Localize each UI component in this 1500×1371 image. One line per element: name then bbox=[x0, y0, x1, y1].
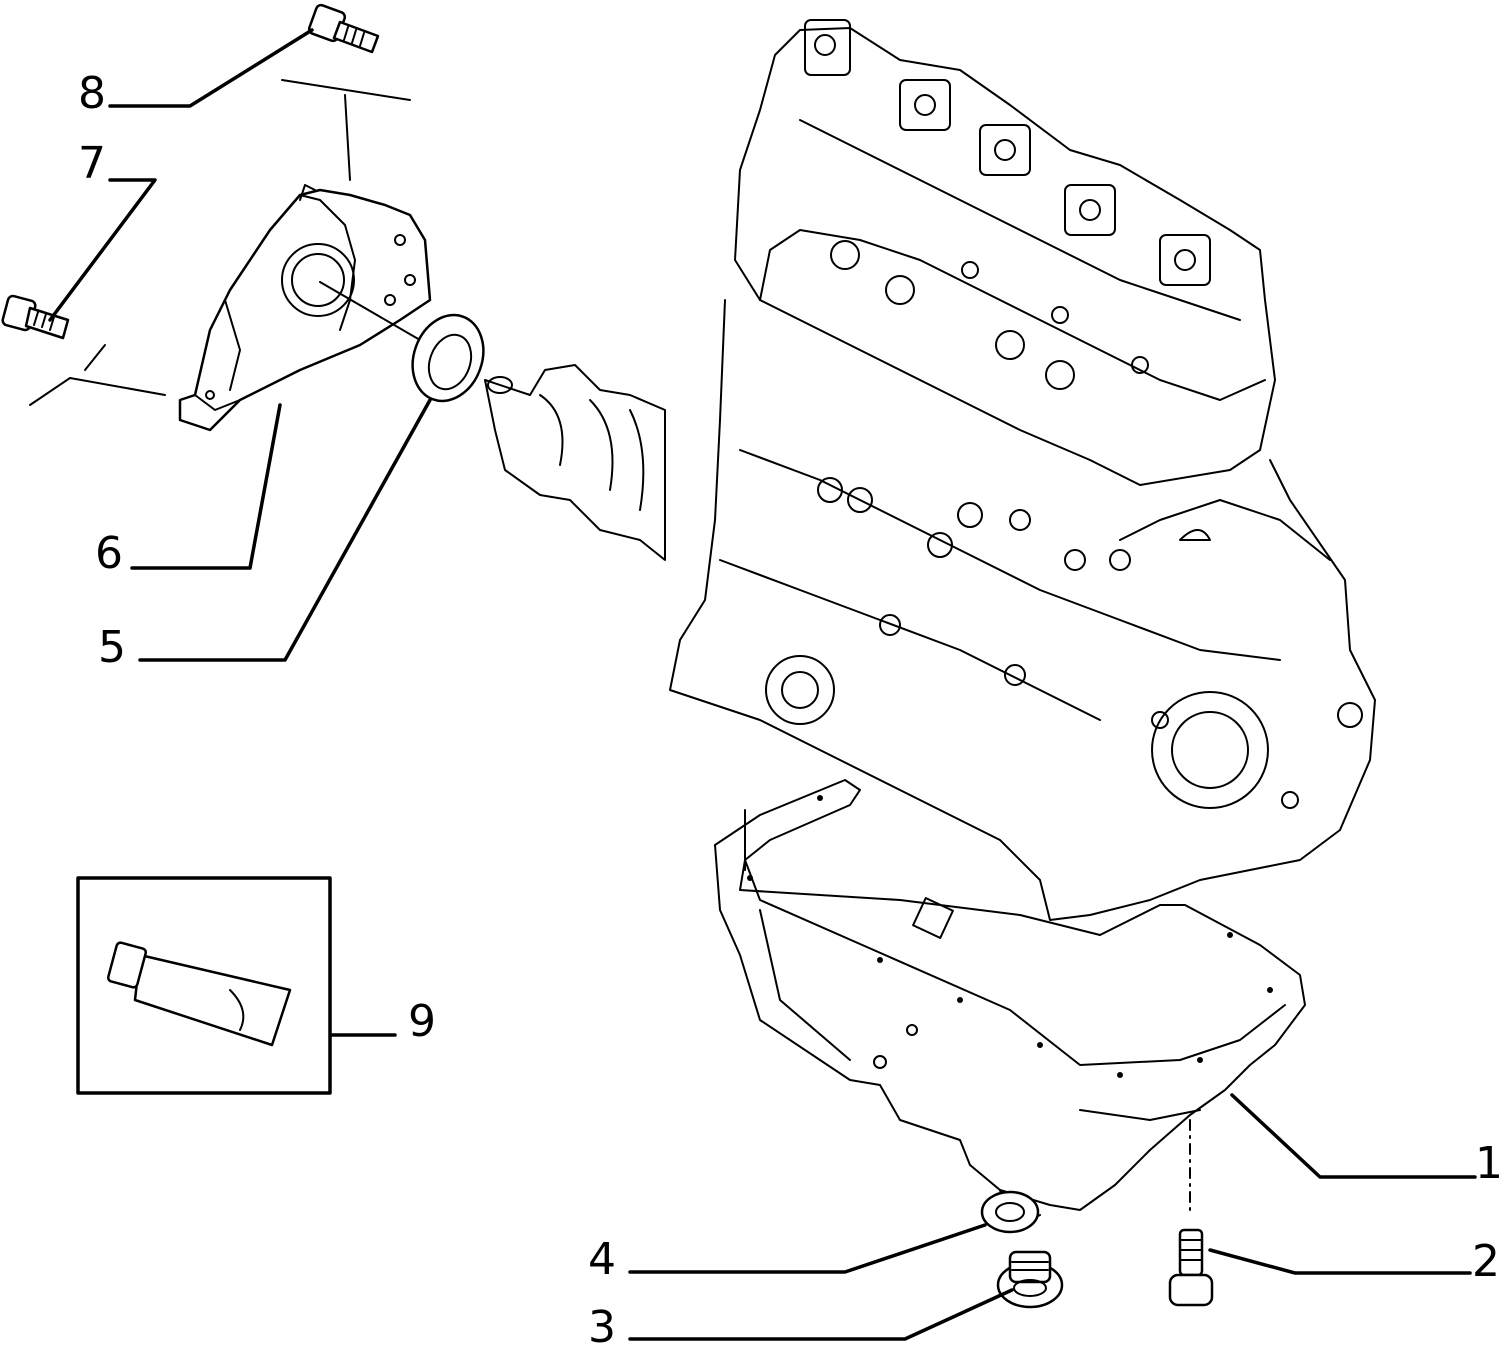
callout-3: 3 bbox=[588, 1302, 616, 1353]
leader-7 bbox=[48, 178, 157, 322]
leader-8 bbox=[108, 28, 314, 108]
bolt-part-2 bbox=[1168, 1228, 1214, 1307]
callout-8: 8 bbox=[78, 68, 106, 119]
sealant-kit-part-9 bbox=[76, 876, 332, 1095]
washer-part-4 bbox=[980, 1190, 1040, 1234]
callout-2: 2 bbox=[1472, 1236, 1500, 1287]
oil-sump bbox=[714, 779, 1306, 1231]
leader-1 bbox=[1230, 1093, 1477, 1179]
leader-6 bbox=[130, 403, 282, 570]
drain-plug-part-3 bbox=[996, 1250, 1064, 1309]
oil-seal-part-5 bbox=[411, 313, 485, 403]
leader-lines bbox=[48, 28, 1477, 1341]
crankshaft bbox=[484, 364, 666, 561]
engine-block bbox=[669, 19, 1376, 921]
callout-1: 1 bbox=[1475, 1138, 1500, 1189]
callout-9: 9 bbox=[408, 996, 436, 1047]
callout-7: 7 bbox=[78, 138, 106, 189]
bolt-part-7 bbox=[1, 294, 70, 340]
rear-cover-part-6 bbox=[178, 184, 432, 432]
leader-5 bbox=[138, 398, 432, 662]
leader-4 bbox=[628, 1223, 987, 1274]
bolt-part-8 bbox=[307, 3, 380, 54]
leader-2 bbox=[1208, 1248, 1472, 1275]
assembly-markers bbox=[29, 79, 411, 406]
callout-5: 5 bbox=[98, 622, 126, 673]
callout-6: 6 bbox=[95, 528, 123, 579]
callout-4: 4 bbox=[588, 1234, 616, 1285]
leader-3 bbox=[628, 1288, 1014, 1341]
